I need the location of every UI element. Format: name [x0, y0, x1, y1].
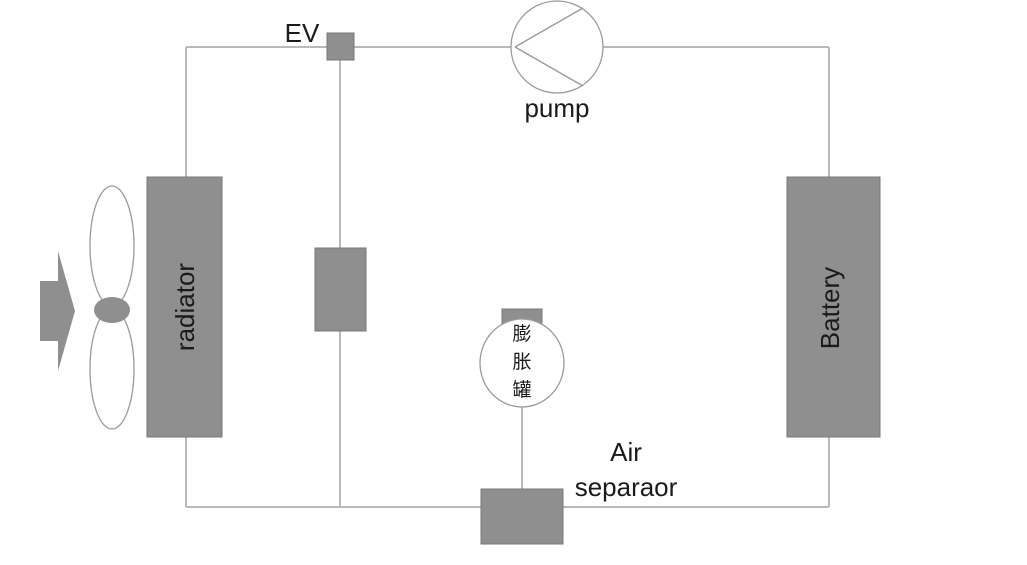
- ev-valve: [326, 32, 355, 61]
- fan-blade-upper: [89, 185, 135, 307]
- airflow-arrow-icon: [40, 251, 75, 371]
- bypass-component: [314, 247, 367, 332]
- expansion-tank-label-1: 膨: [512, 323, 531, 345]
- battery-block: [786, 176, 881, 438]
- air-separator: [480, 488, 564, 545]
- pump-icon: [510, 0, 604, 94]
- pump-casing: [510, 0, 604, 94]
- radiator-block: [146, 176, 223, 438]
- fan-blade-lower: [89, 308, 135, 430]
- expansion-tank-label-2: 胀: [512, 351, 531, 373]
- pump-vane-upper: [514, 7, 584, 48]
- pump-label: pump: [524, 93, 589, 123]
- fan-hub: [94, 297, 130, 323]
- coolant-piping: [185, 46, 830, 508]
- air-separator-label-line1: Air: [610, 437, 642, 467]
- pump-vane-lower: [514, 46, 584, 87]
- ev-label: EV: [285, 18, 320, 48]
- expansion-tank-label-3: 罐: [512, 379, 531, 401]
- battery-label: Battery: [815, 267, 845, 349]
- air-separator-label-line2: separaor: [575, 472, 678, 502]
- fan-icon: [89, 185, 135, 430]
- radiator-label: radiator: [170, 263, 200, 351]
- expansion-tank: [479, 318, 565, 408]
